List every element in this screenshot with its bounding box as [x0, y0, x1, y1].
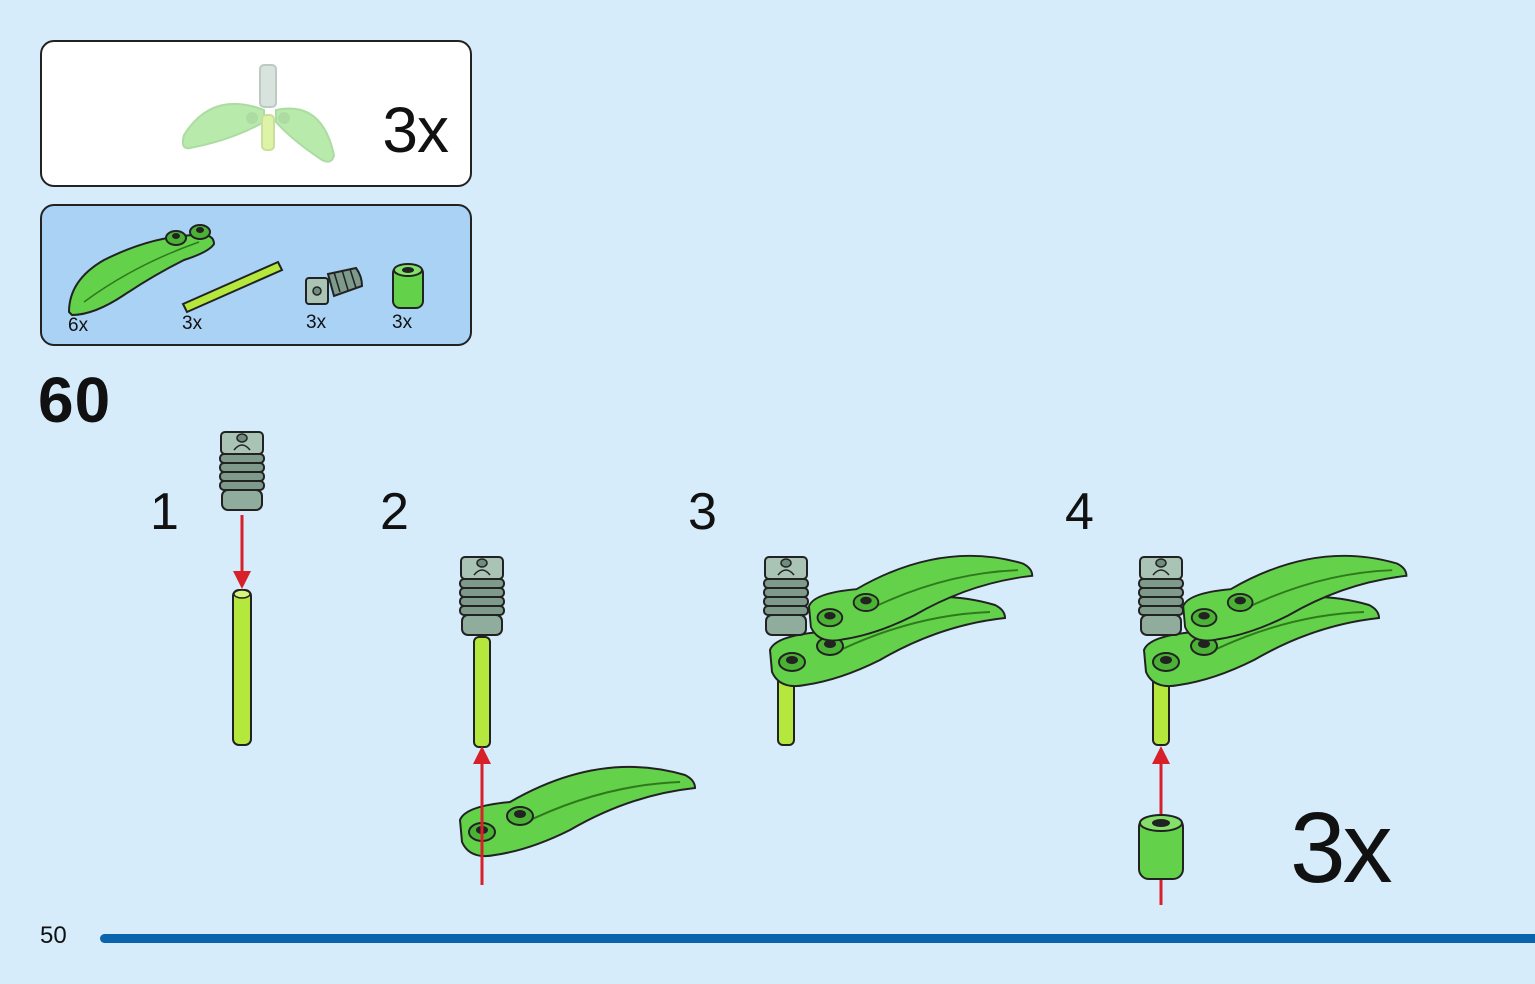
substep-label-4: 4: [1065, 483, 1094, 541]
substep-2-illustration: [459, 556, 696, 885]
axle-part-qty: 3x: [182, 313, 203, 334]
parts-list-box: 6x 3x 3x 3x: [40, 204, 472, 346]
substep-4-illustration: [1138, 554, 1408, 905]
result-multiplier: 3x: [382, 94, 449, 166]
step-number: 60: [38, 364, 112, 436]
substep-label-3: 3: [688, 483, 717, 541]
substep-label-2: 2: [380, 483, 409, 541]
build-multiplier: 3x: [1290, 792, 1393, 904]
round-brick-part-image: [392, 263, 424, 309]
page-number: 50: [40, 922, 67, 949]
leaf-part-image: [67, 224, 216, 317]
substep-label-1: 1: [150, 483, 179, 541]
page-progress-bar: [100, 934, 1535, 943]
axle-part-image: [181, 260, 284, 314]
assembly-preview-image: [181, 64, 336, 163]
result-box: 3x: [40, 40, 472, 187]
substep-3-illustration: [763, 554, 1034, 746]
connector-part-qty: 3x: [306, 312, 327, 333]
connector-part-image: [305, 266, 364, 305]
leaf-part-qty: 6x: [68, 315, 89, 336]
substep-1-illustration: [219, 431, 265, 746]
round-brick-part-qty: 3x: [392, 312, 413, 333]
